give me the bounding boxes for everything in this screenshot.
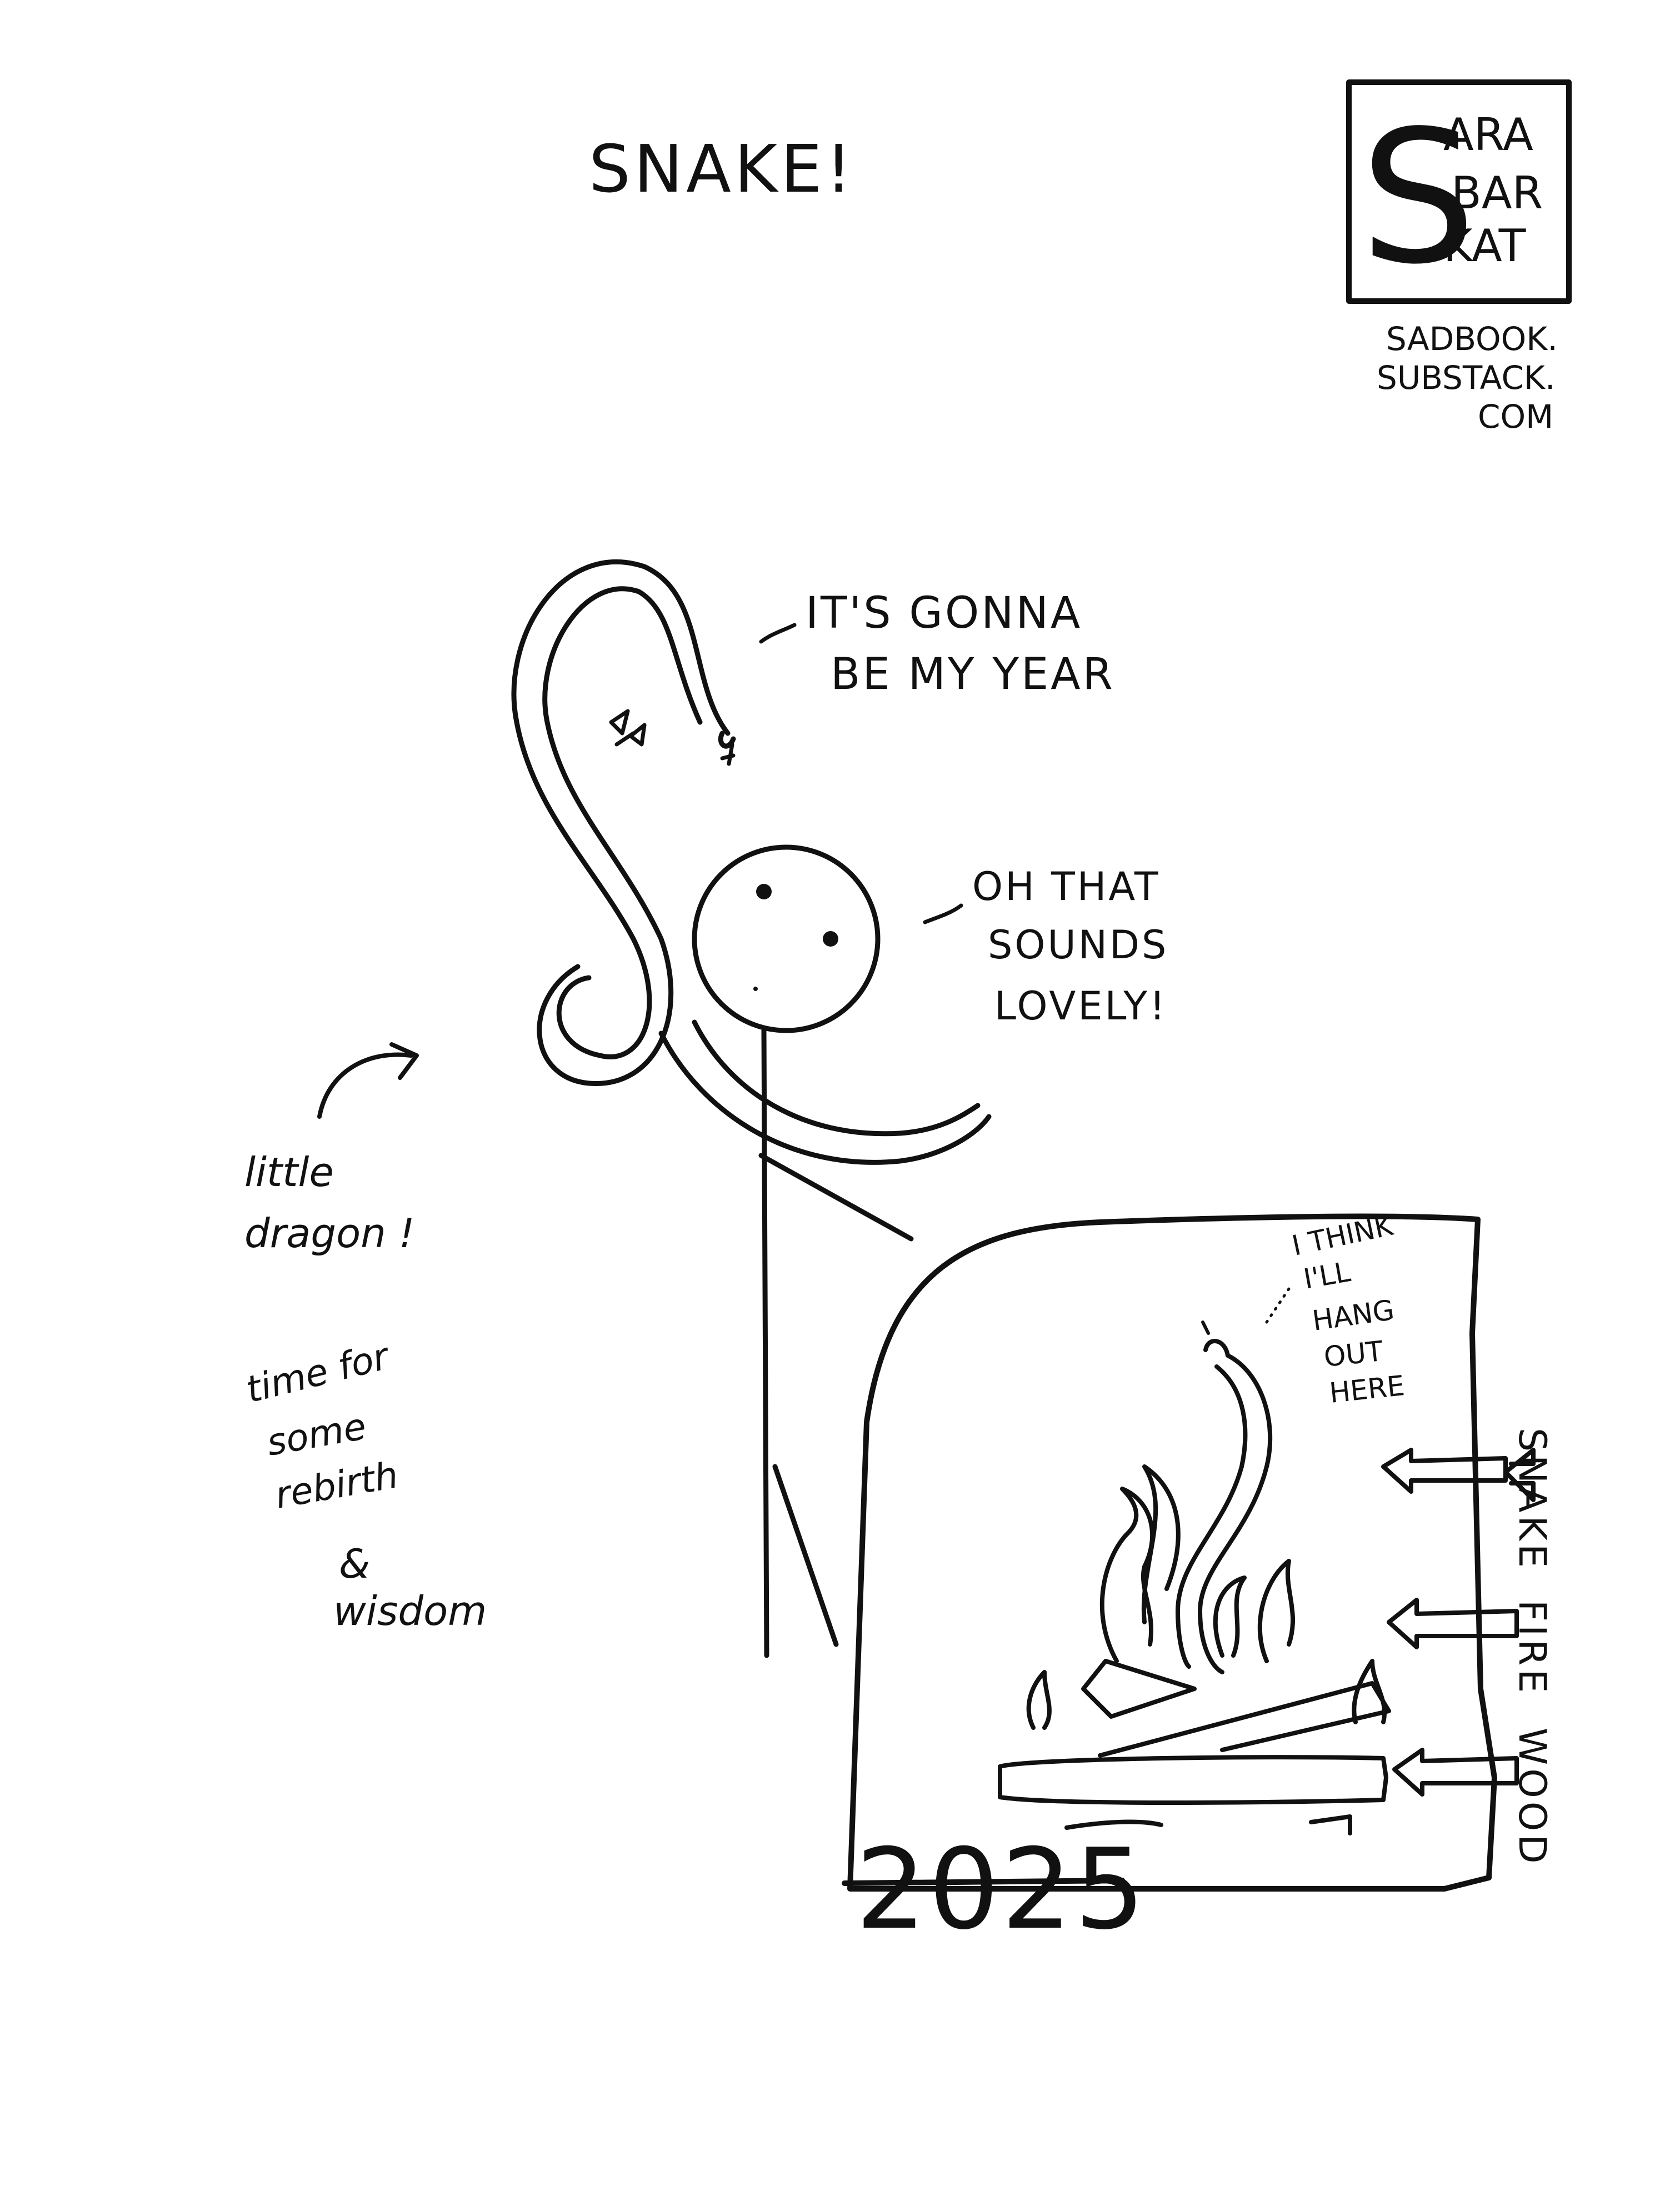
url-line-3: COM <box>1478 398 1553 436</box>
label-snake: SNAKE <box>1510 1428 1554 1571</box>
logo-line-bar: BAR <box>1451 167 1543 219</box>
year-label: 2025 <box>856 1825 1147 1954</box>
fire-speech-line-2: I'LL <box>1301 1255 1353 1295</box>
label-arrows <box>1381 1448 1536 1797</box>
note-wisdom: wisdom <box>333 1588 487 1634</box>
logo-line-kat: KAT <box>1443 220 1527 272</box>
fireplace-flames <box>1026 1464 1387 1730</box>
person-speech-line-1: OH THAT <box>972 864 1161 909</box>
signature-logo: S ARA BAR KAT <box>1346 79 1572 304</box>
label-wood: WOOD <box>1510 1728 1554 1867</box>
label-fire: FIRE <box>1510 1600 1554 1696</box>
note-ampersand: & <box>339 1540 370 1587</box>
stick-figure-person <box>692 844 914 1658</box>
person-speech-line-3: LOVELY! <box>994 983 1167 1029</box>
url-line-2: SUBSTACK. <box>1377 359 1555 397</box>
fireplace-wood <box>998 1659 1391 1835</box>
logo-big-s: S <box>1360 91 1476 304</box>
fire-speech-line-3: HANG <box>1311 1294 1397 1337</box>
person-eye-right <box>823 931 838 947</box>
snake-speech-line-1: IT'S GONNA <box>806 588 1082 638</box>
comic-title: SNAKE! <box>589 131 855 207</box>
big-snake-illustration <box>511 559 992 1165</box>
logo-line-ara: ARA <box>1443 109 1533 161</box>
person-speech-line-2: SOUNDS <box>988 922 1168 968</box>
url-line-1: SADBOOK. <box>1386 320 1558 358</box>
person-eye-left <box>756 884 772 899</box>
note-time-for: time for <box>242 1334 394 1412</box>
fire-speech-line-5: HERE <box>1328 1369 1406 1409</box>
substack-url: SADBOOK. SUBSTACK. COM <box>1377 320 1558 436</box>
fireplace-snake <box>1176 1320 1273 1674</box>
fireplace-frame <box>847 1213 1497 1892</box>
note-little: little <box>244 1149 334 1195</box>
snake-speech-line-2: BE MY YEAR <box>831 649 1115 699</box>
note-rebirth: rebirth <box>272 1453 401 1517</box>
fire-speech-line-4: OUT <box>1322 1335 1384 1373</box>
note-dragon: dragon ! <box>244 1210 415 1257</box>
note-some: some <box>263 1405 369 1464</box>
